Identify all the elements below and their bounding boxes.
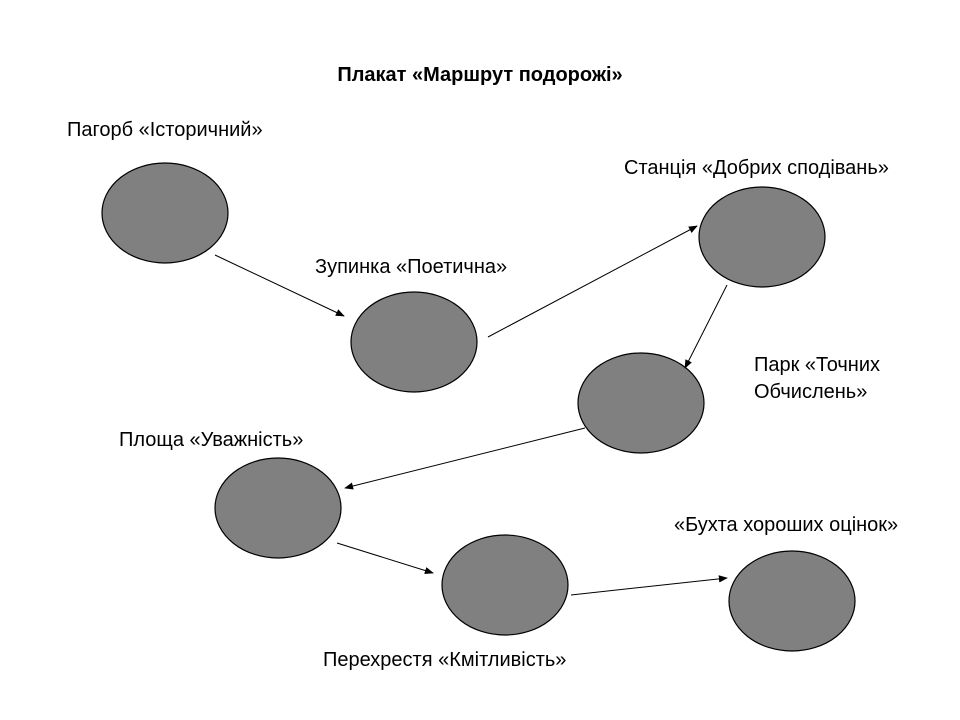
station-circle-park	[577, 352, 705, 454]
station-label-park-line-1: Парк «Точних	[754, 354, 881, 376]
route-arrow-3	[684, 284, 728, 369]
station-circle-bukhta	[728, 550, 856, 652]
station-circle-pagorb	[101, 162, 229, 264]
route-arrow-5	[336, 542, 434, 575]
station-label-bukhta: «Бухта хороших оцінок»	[674, 514, 899, 536]
station-label-park-line-2: Обчислень»	[754, 381, 868, 403]
station-circle-perekhrestia	[441, 534, 569, 636]
station-label-park: Парк «Точних Обчислень»	[754, 352, 880, 406]
station-circle-ploshcha	[214, 457, 342, 559]
station-label-stantsiia: Станція «Добрих сподівань»	[624, 157, 889, 179]
station-circle-zupynka	[350, 291, 478, 393]
route-arrow-6	[570, 575, 728, 596]
route-arrow-2	[487, 225, 698, 338]
station-label-zupynka: Зупинка «Поетична»	[315, 256, 508, 278]
route-arrow-4	[344, 427, 586, 490]
station-label-perekhrestia: Перехрестя «Кмітливість»	[323, 649, 567, 671]
poster-title: Плакат «Маршрут подорожі»	[337, 64, 623, 86]
station-circle-stantsiia	[698, 186, 826, 288]
route-arrow-1	[214, 254, 345, 317]
station-label-ploshcha: Площа «Уважність»	[119, 429, 304, 451]
station-label-pagorb: Пагорб «Історичний»	[67, 119, 263, 141]
